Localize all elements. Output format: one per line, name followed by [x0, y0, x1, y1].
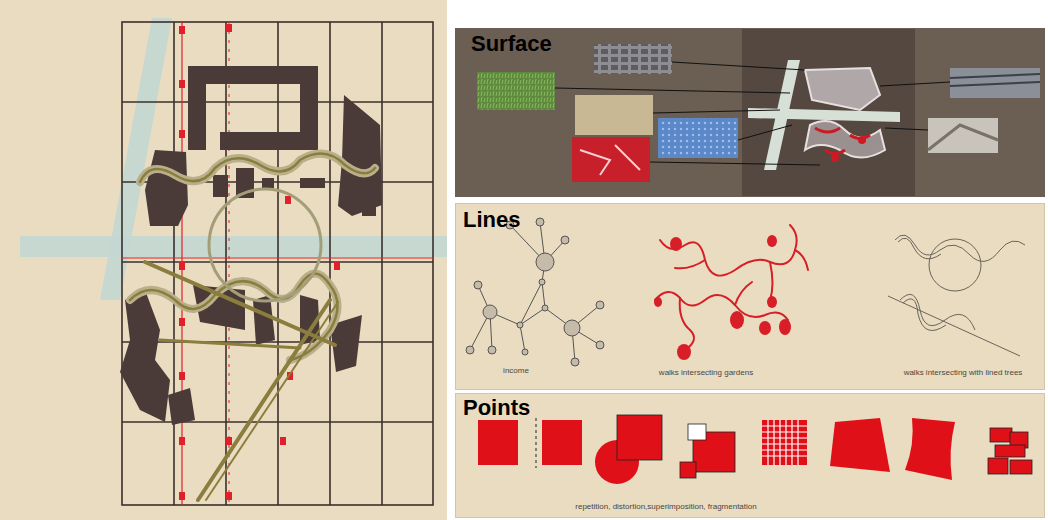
panel-heading: Points: [463, 396, 530, 420]
site-plan: [0, 0, 447, 520]
study-caption: repetition, distortion,superimposition, …: [575, 503, 756, 512]
panel-band: Lines income walks intersecting gardens wal…: [455, 203, 1045, 390]
panel-heading: Lines: [463, 208, 520, 232]
panel-band: Surface: [455, 28, 1045, 197]
panel-heading: Surface: [471, 32, 552, 56]
study-caption: walks intersecting with lined trees: [904, 369, 1023, 378]
line-studies: [466, 218, 1025, 366]
point-studies: [478, 415, 1032, 484]
study-caption: income: [503, 367, 529, 376]
panel-band: Points repetition, distortion,superimposi…: [455, 393, 1045, 518]
study-caption: walks intersecting gardens: [659, 369, 753, 378]
surface-samples: [477, 29, 1040, 196]
